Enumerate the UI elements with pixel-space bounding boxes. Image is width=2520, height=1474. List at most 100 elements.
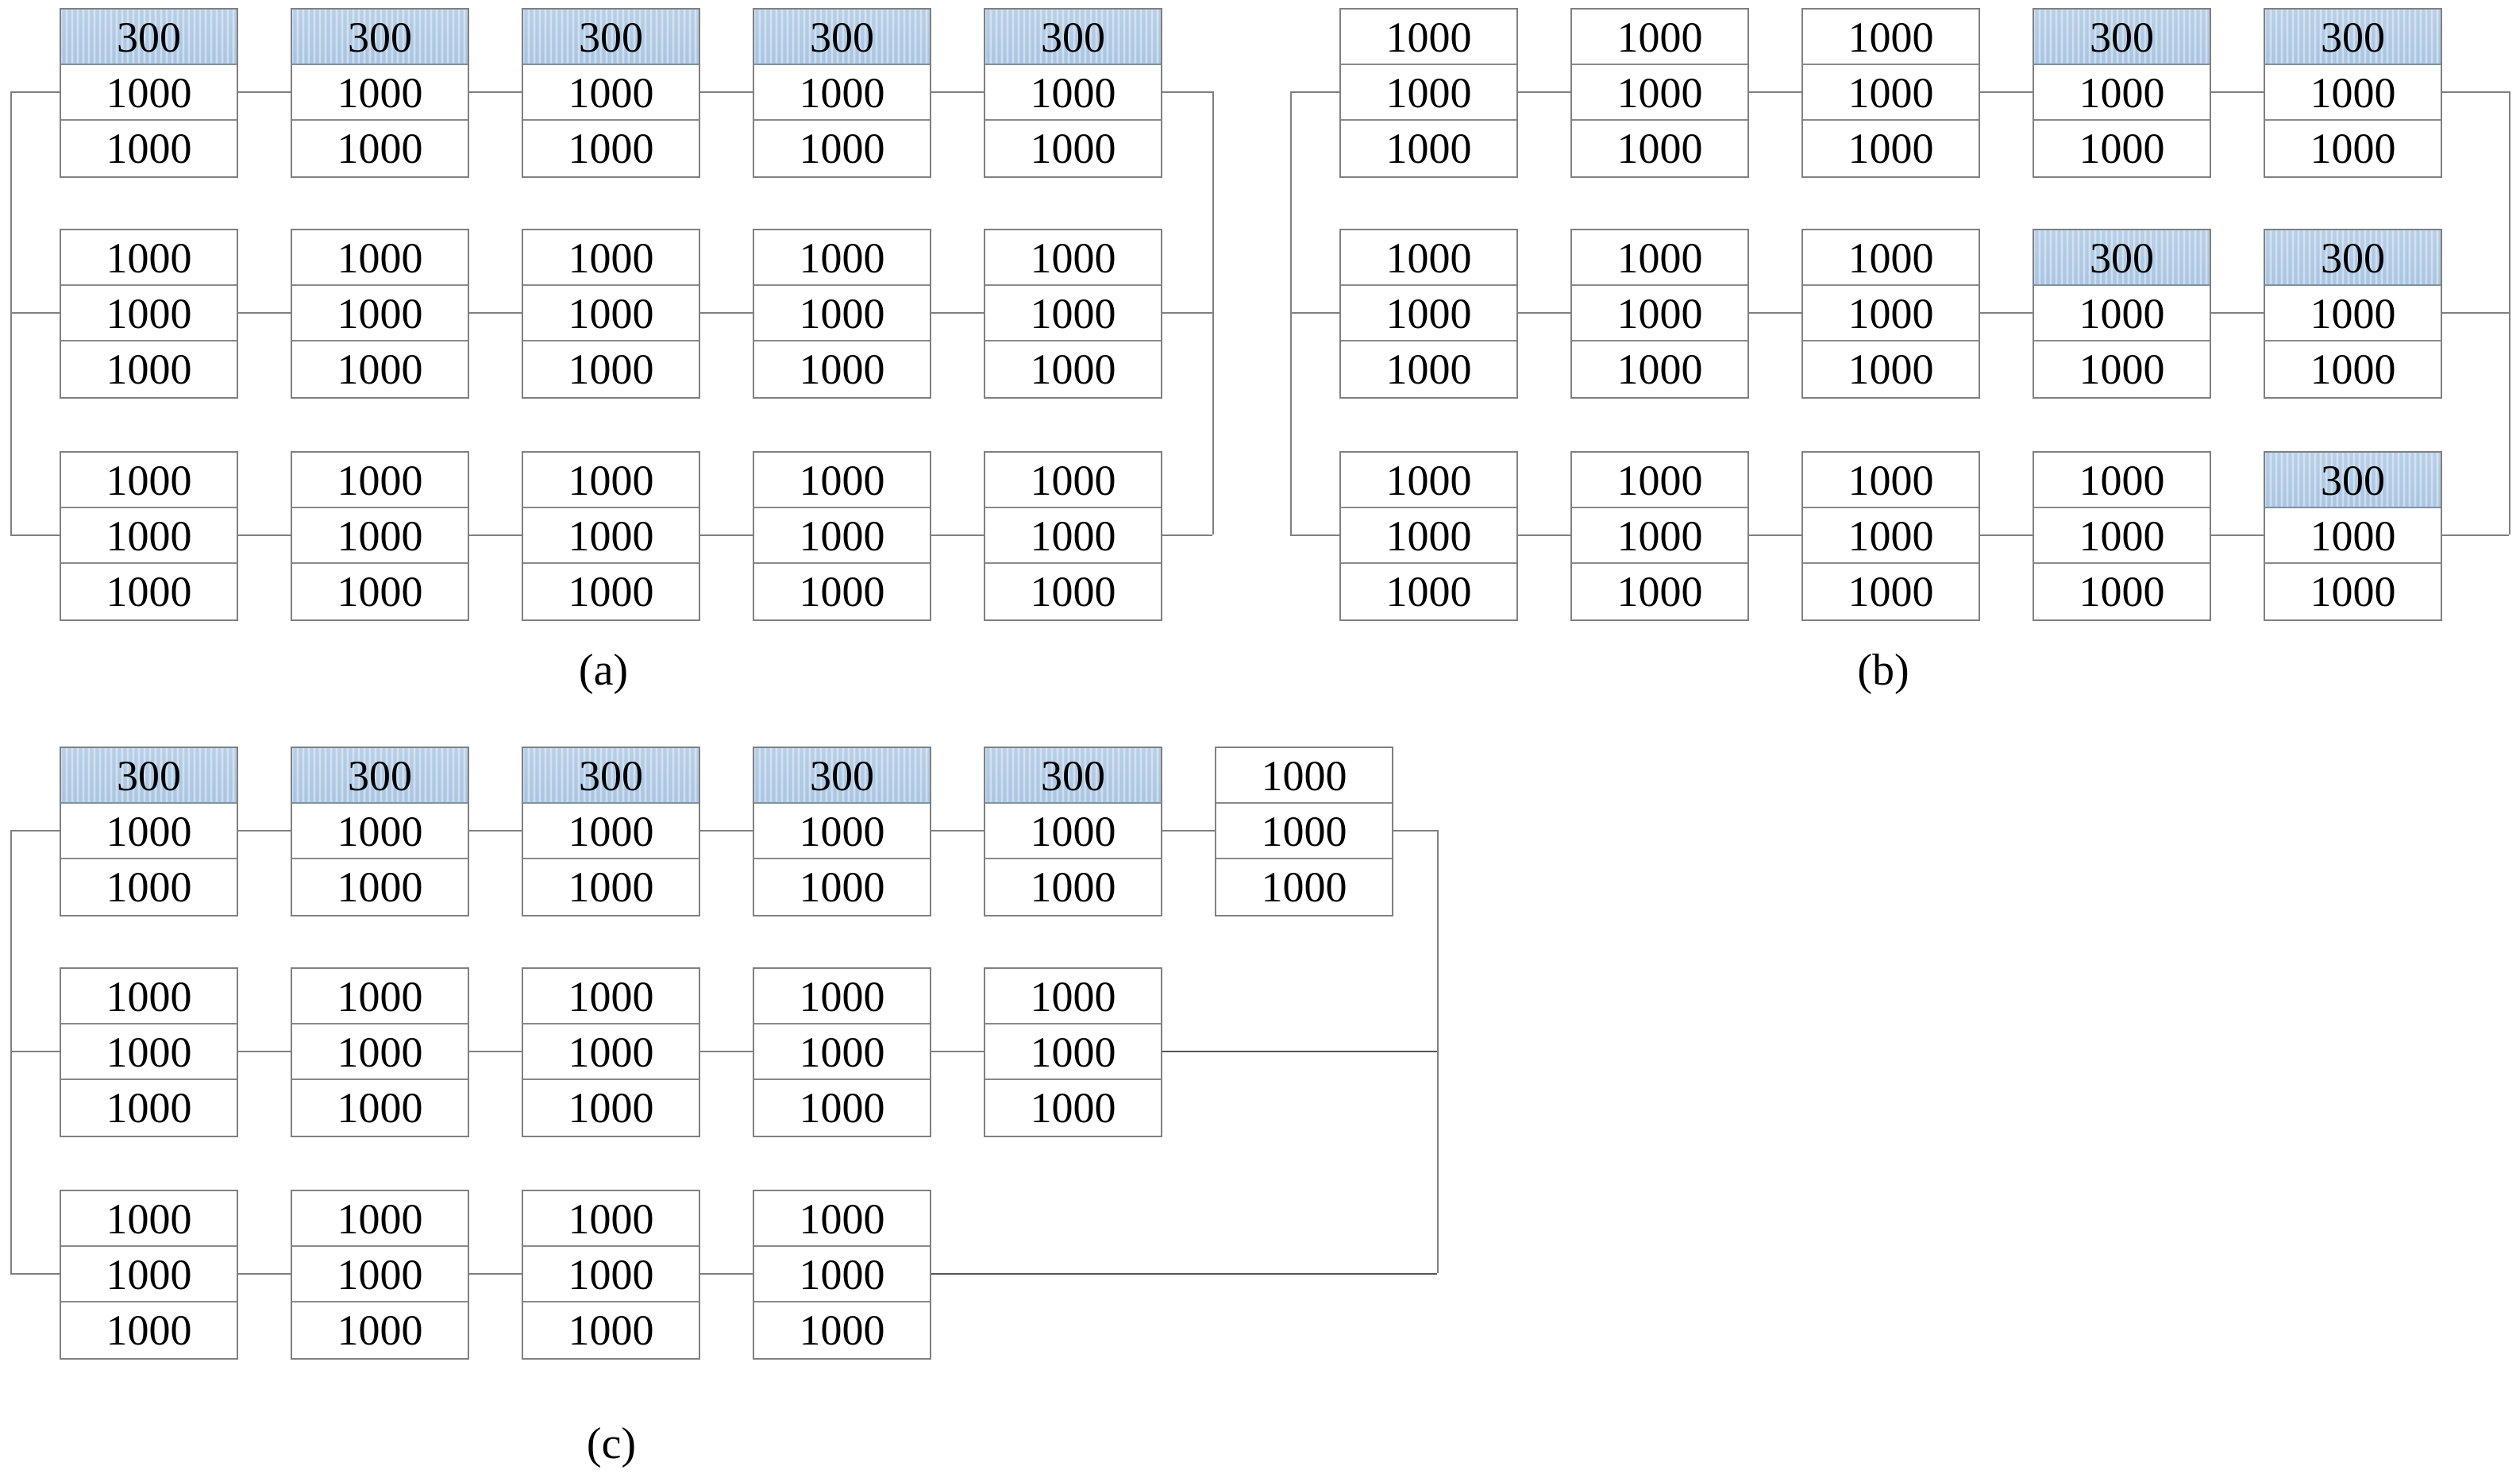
- memory-cell[interactable]: 1000: [1572, 341, 1747, 397]
- memory-cell[interactable]: 1000: [61, 341, 237, 397]
- memory-cell[interactable]: 1000: [1803, 564, 1979, 619]
- memory-cell[interactable]: 1000: [2034, 508, 2210, 564]
- memory-cell[interactable]: 1000: [754, 859, 930, 915]
- memory-cell[interactable]: 1000: [523, 804, 699, 859]
- memory-cell[interactable]: 1000: [985, 230, 1161, 286]
- memory-cell[interactable]: 1000: [61, 453, 237, 508]
- memory-cell[interactable]: 1000: [61, 1191, 237, 1247]
- memory-cell[interactable]: 1000: [2034, 453, 2210, 508]
- memory-cell[interactable]: 1000: [985, 804, 1161, 859]
- memory-cell[interactable]: 1000: [1572, 230, 1747, 286]
- memory-cell[interactable]: 1000: [985, 341, 1161, 397]
- memory-cell[interactable]: 1000: [2034, 341, 2210, 397]
- memory-cell[interactable]: 1000: [61, 508, 237, 564]
- memory-cell[interactable]: 1000: [523, 859, 699, 915]
- memory-cell-highlighted[interactable]: 300: [2265, 10, 2441, 65]
- memory-cell[interactable]: 1000: [1803, 121, 1979, 176]
- memory-cell[interactable]: 1000: [1216, 859, 1392, 915]
- memory-cell[interactable]: 1000: [61, 804, 237, 859]
- memory-cell[interactable]: 1000: [1341, 230, 1516, 286]
- memory-cell[interactable]: 1000: [1572, 65, 1747, 121]
- memory-cell[interactable]: 1000: [292, 804, 468, 859]
- memory-cell[interactable]: 1000: [61, 1024, 237, 1080]
- memory-cell[interactable]: 1000: [985, 1080, 1161, 1136]
- memory-cell[interactable]: 1000: [1803, 230, 1979, 286]
- memory-cell[interactable]: 1000: [61, 65, 237, 121]
- memory-cell[interactable]: 1000: [985, 969, 1161, 1024]
- memory-cell[interactable]: 1000: [985, 564, 1161, 619]
- memory-cell[interactable]: 1000: [754, 564, 930, 619]
- memory-cell[interactable]: 1000: [523, 1024, 699, 1080]
- memory-cell[interactable]: 1000: [292, 121, 468, 176]
- memory-cell[interactable]: 1000: [292, 859, 468, 915]
- memory-cell[interactable]: 1000: [985, 859, 1161, 915]
- memory-cell[interactable]: 1000: [292, 1302, 468, 1358]
- memory-cell[interactable]: 1000: [292, 564, 468, 619]
- memory-cell[interactable]: 1000: [985, 453, 1161, 508]
- memory-cell[interactable]: 1000: [754, 1024, 930, 1080]
- memory-cell[interactable]: 1000: [2034, 121, 2210, 176]
- memory-cell[interactable]: 1000: [61, 1080, 237, 1136]
- memory-cell[interactable]: 1000: [1572, 10, 1747, 65]
- memory-cell[interactable]: 1000: [1803, 286, 1979, 341]
- memory-cell[interactable]: 1000: [2265, 65, 2441, 121]
- memory-cell[interactable]: 1000: [523, 230, 699, 286]
- memory-cell[interactable]: 1000: [754, 969, 930, 1024]
- memory-cell[interactable]: 1000: [1803, 453, 1979, 508]
- memory-cell[interactable]: 1000: [1803, 10, 1979, 65]
- memory-cell[interactable]: 1000: [292, 453, 468, 508]
- memory-cell[interactable]: 1000: [1803, 65, 1979, 121]
- memory-cell-highlighted[interactable]: 300: [61, 10, 237, 65]
- memory-cell[interactable]: 1000: [1572, 121, 1747, 176]
- memory-cell[interactable]: 1000: [2265, 286, 2441, 341]
- memory-cell[interactable]: 1000: [292, 1191, 468, 1247]
- memory-cell[interactable]: 1000: [523, 508, 699, 564]
- memory-cell[interactable]: 1000: [754, 508, 930, 564]
- memory-cell[interactable]: 1000: [61, 121, 237, 176]
- memory-cell[interactable]: 1000: [523, 969, 699, 1024]
- memory-cell[interactable]: 1000: [1572, 286, 1747, 341]
- memory-cell[interactable]: 1000: [754, 230, 930, 286]
- memory-cell-highlighted[interactable]: 300: [292, 10, 468, 65]
- memory-cell[interactable]: 1000: [1216, 804, 1392, 859]
- memory-cell[interactable]: 1000: [1341, 65, 1516, 121]
- memory-cell[interactable]: 1000: [292, 1080, 468, 1136]
- memory-cell[interactable]: 1000: [523, 65, 699, 121]
- memory-cell[interactable]: 1000: [1572, 453, 1747, 508]
- memory-cell[interactable]: 1000: [985, 1024, 1161, 1080]
- memory-cell[interactable]: 1000: [61, 969, 237, 1024]
- memory-cell[interactable]: 1000: [754, 1080, 930, 1136]
- memory-cell[interactable]: 1000: [61, 230, 237, 286]
- memory-cell-highlighted[interactable]: 300: [2034, 10, 2210, 65]
- memory-cell-highlighted[interactable]: 300: [754, 10, 930, 65]
- memory-cell[interactable]: 1000: [61, 286, 237, 341]
- memory-cell[interactable]: 1000: [292, 341, 468, 397]
